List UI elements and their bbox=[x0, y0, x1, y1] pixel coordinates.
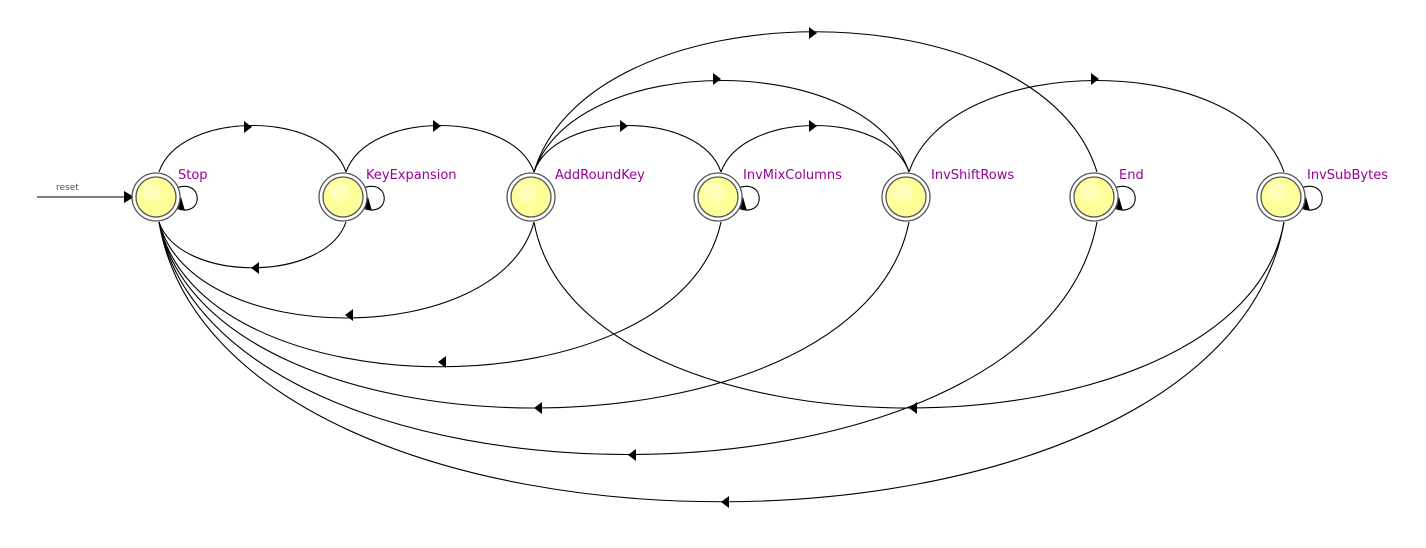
edge-keyexpansion-to-addroundkey-arrow bbox=[433, 120, 441, 132]
edge-stop-to-keyexpansion-arrow bbox=[244, 121, 252, 133]
edge-keyexpansion-to-stop bbox=[158, 221, 347, 269]
reset-transition: reset bbox=[37, 183, 134, 203]
edge-invshiftrows-to-invsubbytes-arrow bbox=[1091, 73, 1099, 85]
edge-invsubbytes-to-addroundkey-arrow bbox=[909, 402, 917, 414]
edge-invmixcolumns-to-invshiftrows-arrow bbox=[809, 120, 817, 132]
lower-transitions bbox=[158, 221, 1285, 508]
edge-addroundkey-to-stop-arrow bbox=[345, 309, 353, 321]
edge-invshiftrows-to-stop bbox=[158, 221, 910, 409]
state-stop[interactable]: Stop bbox=[131, 168, 208, 222]
edge-invshiftrows-to-invsubbytes bbox=[908, 79, 1285, 173]
edge-addroundkey-to-invmixcolumns bbox=[533, 125, 722, 173]
reset-label: reset bbox=[56, 183, 79, 193]
edge-invmixcolumns-to-invshiftrows bbox=[720, 125, 910, 173]
edge-invmixcolumns-to-stop-arrow bbox=[438, 356, 446, 368]
edge-keyexpansion-to-stop-arrow bbox=[251, 262, 259, 274]
state-label-invshiftrows: InvShiftRows bbox=[931, 168, 1014, 183]
state-label-invmixcolumns: InvMixColumns bbox=[743, 168, 842, 183]
upper-transitions bbox=[158, 27, 1285, 173]
state-label-end: End bbox=[1119, 168, 1144, 183]
state-keyexpansion[interactable]: KeyExpansion bbox=[318, 168, 457, 222]
edge-end-to-stop bbox=[158, 221, 1098, 455]
edge-stop-to-keyexpansion bbox=[158, 125, 347, 173]
edge-invsubbytes-to-addroundkey bbox=[533, 221, 1285, 409]
edge-addroundkey-to-end-arrow bbox=[809, 27, 817, 39]
edge-addroundkey-to-invshiftrows-arrow bbox=[713, 73, 721, 85]
state-label-invsubbytes: InvSubBytes bbox=[1307, 168, 1388, 183]
edge-invsubbytes-to-stop-arrow bbox=[721, 496, 729, 508]
state-label-keyexpansion: KeyExpansion bbox=[366, 168, 457, 183]
edge-invshiftrows-to-stop-arrow bbox=[534, 402, 542, 414]
state-addroundkey[interactable]: AddRoundKey bbox=[506, 168, 645, 222]
state-invshiftrows[interactable]: InvShiftRows bbox=[881, 168, 1014, 222]
edge-addroundkey-to-invmixcolumns-arrow bbox=[620, 120, 628, 132]
edge-keyexpansion-to-addroundkey bbox=[345, 125, 535, 173]
state-label-addroundkey: AddRoundKey bbox=[555, 168, 645, 183]
state-invmixcolumns[interactable]: InvMixColumns bbox=[693, 168, 842, 222]
edge-addroundkey-to-invshiftrows bbox=[533, 79, 910, 173]
edge-invmixcolumns-to-stop bbox=[158, 221, 722, 368]
edge-end-to-stop-arrow bbox=[628, 449, 636, 461]
state-label-stop: Stop bbox=[178, 168, 208, 183]
edge-addroundkey-to-stop bbox=[158, 221, 535, 319]
state-invsubbytes[interactable]: InvSubBytes bbox=[1256, 168, 1388, 222]
state-end[interactable]: End bbox=[1069, 168, 1144, 222]
edge-invsubbytes-to-stop bbox=[158, 221, 1285, 503]
edge-addroundkey-to-end bbox=[533, 31, 1098, 173]
